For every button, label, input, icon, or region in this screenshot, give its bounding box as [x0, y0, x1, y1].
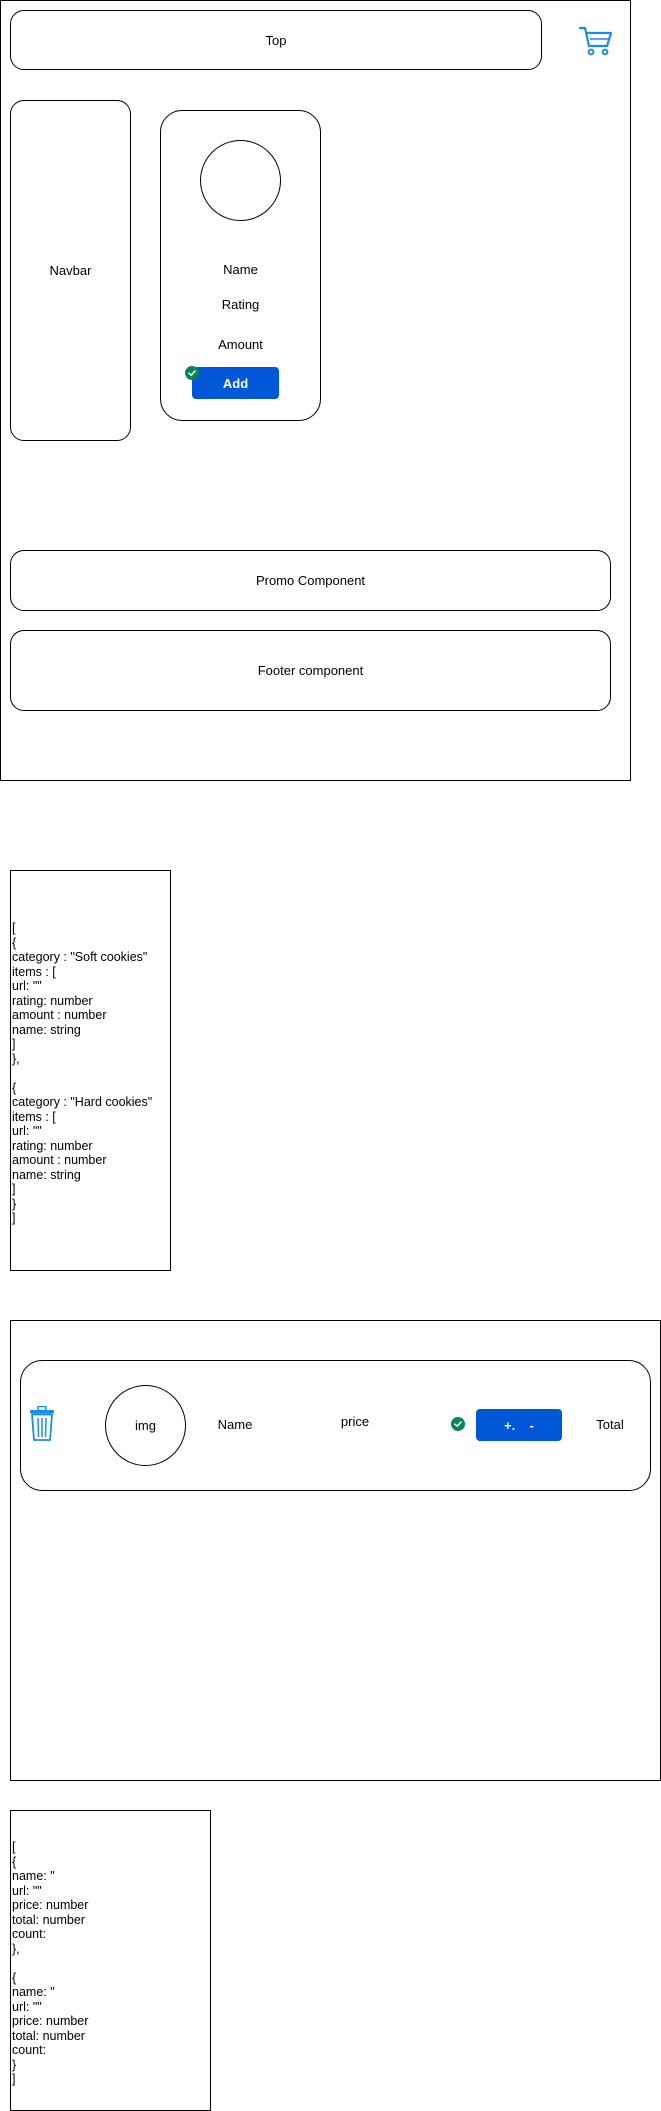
trash-icon[interactable] [28, 1405, 56, 1442]
check-icon [451, 1417, 465, 1431]
schema-line: category : "Hard cookies" [12, 1095, 153, 1109]
cart-item-row [20, 1360, 651, 1491]
footer-component: Footer component [10, 630, 611, 711]
schema-line: count: [12, 1927, 47, 1941]
schema-line: ] [12, 2072, 16, 2086]
schema-line: url: "" [12, 1999, 42, 2014]
schema-line [12, 1956, 88, 1971]
schema-line: { [12, 1080, 17, 1095]
schema-line: ] [12, 1182, 16, 1196]
schema-line: name: string [12, 1022, 81, 1037]
schema-line: ] [12, 1037, 16, 1051]
cart-item-total: Total [596, 1417, 624, 1432]
schema-line: } [12, 2057, 17, 2072]
schema-line [12, 1066, 152, 1081]
navbar-component: Navbar [10, 100, 131, 441]
schema-line: price: number [12, 2014, 89, 2028]
schema-line: category : "Soft cookies" [12, 950, 148, 964]
cart-item-image: img [105, 1385, 186, 1466]
quantity-stepper-label: +. - [504, 1417, 534, 1433]
products-schema-text: [{category : "Soft cookies"items : [url:… [12, 921, 152, 1226]
schema-line: items : [ [12, 964, 56, 979]
schema-line: rating: number [12, 993, 93, 1008]
promo-label: Promo Component [255, 573, 366, 588]
schema-line: { [12, 935, 17, 950]
schema-line: price: number [12, 1898, 89, 1912]
product-name: Name [223, 262, 258, 277]
promo-component: Promo Component [10, 550, 611, 611]
check-icon [185, 366, 199, 380]
schema-line: name: " [12, 1869, 55, 1883]
cart-item-price: price [340, 1414, 370, 1429]
add-button[interactable]: Add [192, 367, 279, 399]
schema-line: [ [12, 921, 16, 935]
footer-label: Footer component [257, 663, 364, 678]
product-card [160, 110, 321, 421]
schema-line: amount : number [12, 1153, 107, 1167]
schema-line: name: " [12, 1985, 55, 1999]
schema-line: items : [ [12, 1109, 56, 1124]
schema-line: }, [12, 1941, 20, 1956]
top-component: Top [10, 10, 542, 70]
schema-line: url: "" [12, 1124, 42, 1138]
schema-line: }, [12, 1051, 20, 1066]
schema-line: url: "" [12, 979, 42, 993]
schema-line: count: [12, 2043, 47, 2057]
schema-line: total: number [12, 2028, 85, 2043]
product-amount: Amount [218, 337, 263, 352]
product-rating: Rating [221, 297, 260, 312]
schema-line: { [12, 1854, 17, 1869]
cart-item-image-label: img [135, 1418, 156, 1433]
schema-line: name: string [12, 1167, 81, 1182]
schema-line: { [12, 1970, 17, 1985]
schema-line: ] [12, 1211, 16, 1225]
navbar-label: Navbar [49, 263, 92, 278]
schema-line: amount : number [12, 1008, 107, 1022]
schema-line: [ [12, 1840, 16, 1854]
product-image-placeholder [200, 140, 281, 221]
page-frame [0, 0, 631, 781]
schema-line: url: "" [12, 1883, 42, 1898]
cart-item-name: Name [217, 1417, 253, 1432]
products-schema-box: [{category : "Soft cookies"items : [url:… [10, 870, 171, 1271]
top-label: Top [265, 32, 287, 48]
add-button-label: Add [222, 375, 249, 391]
cart-icon[interactable] [578, 22, 614, 58]
schema-line: total: number [12, 1912, 85, 1927]
quantity-stepper[interactable]: +. - [476, 1409, 562, 1441]
schema-line: } [12, 1196, 17, 1211]
schema-line: rating: number [12, 1138, 93, 1153]
